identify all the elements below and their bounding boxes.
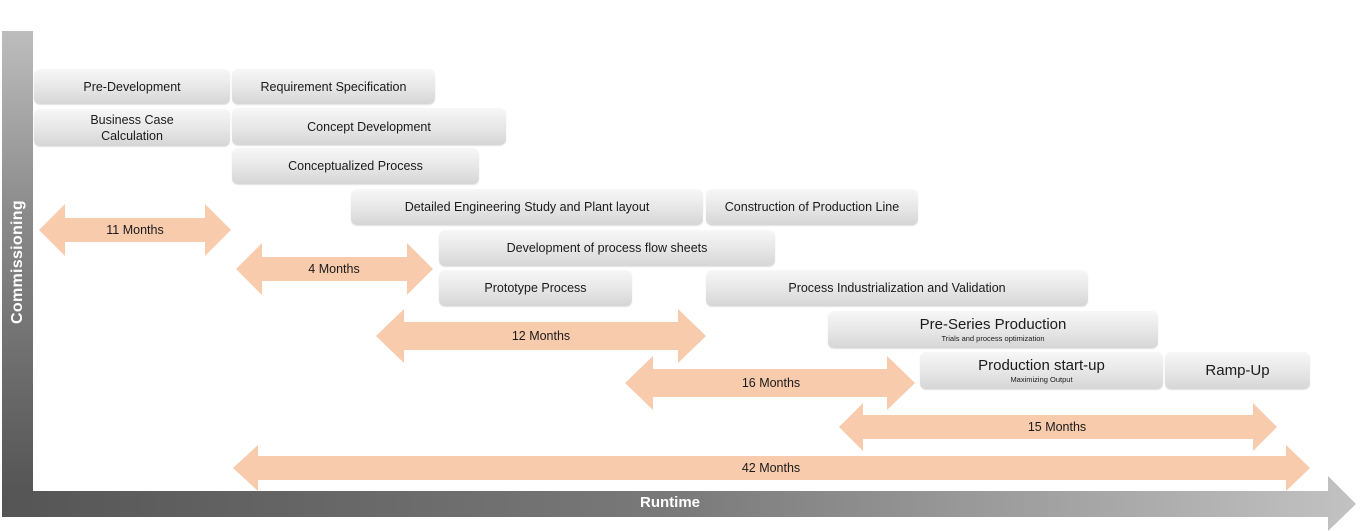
runtime-axis-arrow xyxy=(2,476,1356,531)
phase-title: Pre-Development xyxy=(83,79,181,94)
phase-title: Business Case Calculation xyxy=(90,112,174,143)
phase-title: Concept Development xyxy=(307,119,431,134)
duration-label-16-months: 16 Months xyxy=(741,376,801,390)
phase-pre-series-production: Pre-Series Production Trials and process… xyxy=(828,311,1158,348)
duration-arrow-12-months xyxy=(376,309,706,363)
phase-subtitle: Maximizing Output xyxy=(1010,374,1073,384)
duration-label-42-months: 42 Months xyxy=(741,461,801,475)
phase-title: Pre-Series Production xyxy=(919,315,1067,333)
phase-production-start-up: Production start-up Maximizing Output xyxy=(920,352,1163,389)
phase-detailed-engineering: Detailed Engineering Study and Plant lay… xyxy=(351,189,703,225)
phase-title: Development of process flow sheets xyxy=(506,241,708,255)
phase-prototype-process: Prototype Process xyxy=(439,270,632,306)
duration-label-4-months: 4 Months xyxy=(308,262,360,276)
phase-requirement-specification: Requirement Specification xyxy=(232,69,435,104)
phase-title: Process Industrialization and Validation xyxy=(788,281,1006,295)
phase-process-industrialization: Process Industrialization and Validation xyxy=(706,270,1088,306)
phase-title: Detailed Engineering Study and Plant lay… xyxy=(404,200,650,214)
duration-arrow-11-months xyxy=(39,204,231,256)
phase-process-flow-sheets: Development of process flow sheets xyxy=(439,230,775,266)
phase-conceptualized-process: Conceptualized Process xyxy=(232,148,479,184)
phase-business-case-calculation: Business Case Calculation xyxy=(34,109,230,146)
phase-title: Ramp-Up xyxy=(1205,361,1270,379)
runtime-axis-label: Runtime xyxy=(640,494,700,511)
phase-subtitle: Trials and process optimization xyxy=(941,333,1045,343)
phase-title: Conceptualized Process xyxy=(288,159,423,173)
commissioning-axis xyxy=(2,31,33,493)
duration-label-15-months: 15 Months xyxy=(1027,420,1087,434)
duration-label-12-months: 12 Months xyxy=(511,329,571,343)
duration-arrow-42-months xyxy=(233,445,1310,491)
phase-title: Prototype Process xyxy=(484,281,587,295)
phase-concept-development: Concept Development xyxy=(232,108,506,145)
phase-title: Requirement Specification xyxy=(260,79,407,94)
duration-arrow-4-months xyxy=(236,243,433,295)
phase-title: Construction of Production Line xyxy=(724,200,900,214)
duration-arrow-15-months xyxy=(839,403,1277,451)
runtime-arrow-shape xyxy=(2,476,1356,531)
duration-arrow-16-months xyxy=(625,356,915,410)
phase-construction-production-line: Construction of Production Line xyxy=(706,189,918,225)
duration-label-11-months: 11 Months xyxy=(106,223,164,237)
phase-title: Production start-up xyxy=(978,356,1105,374)
phase-pre-development: Pre-Development xyxy=(34,69,230,104)
phase-ramp-up: Ramp-Up xyxy=(1165,352,1310,389)
